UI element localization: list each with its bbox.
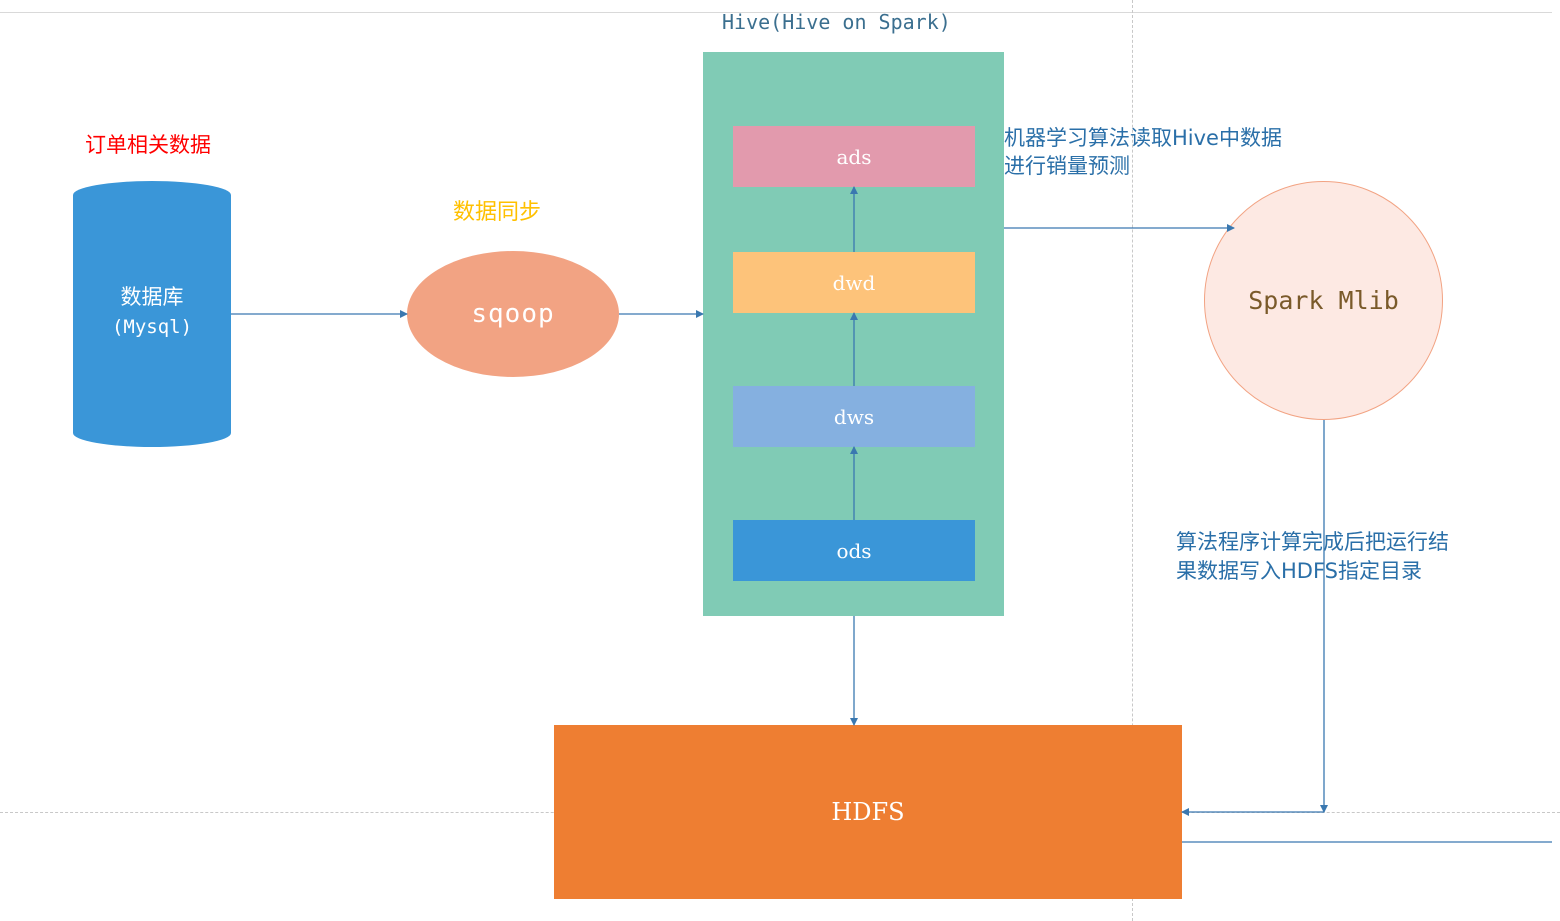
layer-dws: dws — [733, 386, 975, 447]
layer-dwd-label: dwd — [832, 270, 876, 295]
ml-note-line1: 机器学习算法读取Hive中数据 — [1004, 126, 1282, 150]
layer-dws-label: dws — [833, 404, 875, 429]
database-label: 数据库 (Mysql) — [73, 282, 231, 342]
sync-label: 数据同步 — [453, 200, 542, 225]
database-label-line2: (Mysql) — [111, 316, 193, 338]
database-label-line1: 数据库 — [120, 285, 184, 309]
database-cylinder-top — [73, 181, 231, 209]
guide-line-top — [0, 12, 1552, 13]
hdfs-label: HDFS — [831, 798, 905, 826]
ml-note: 机器学习算法读取Hive中数据 进行销量预测 — [1004, 124, 1282, 180]
layer-ods: ods — [733, 520, 975, 581]
spark-mlib-label: Spark Mlib — [1248, 286, 1399, 315]
guide-line-vertical — [1132, 0, 1133, 921]
result-note-line1: 算法程序计算完成后把运行结 — [1176, 530, 1449, 554]
ml-note-line2: 进行销量预测 — [1004, 154, 1130, 178]
result-note: 算法程序计算完成后把运行结 果数据写入HDFS指定目录 — [1176, 528, 1449, 586]
result-note-line2: 果数据写入HDFS指定目录 — [1176, 559, 1423, 583]
hdfs-node: HDFS — [554, 725, 1182, 899]
hive-title: Hive(Hive on Spark) — [722, 10, 951, 34]
order-data-label: 订单相关数据 — [85, 133, 211, 157]
layer-ods-label: ods — [836, 538, 872, 563]
layer-ads: ads — [733, 126, 975, 187]
layer-dwd: dwd — [733, 252, 975, 313]
spark-mlib-node: Spark Mlib — [1204, 181, 1443, 420]
database-cylinder-body — [73, 195, 231, 433]
sqoop-label: sqoop — [471, 299, 555, 329]
sqoop-node: sqoop — [407, 251, 619, 377]
layer-ads-label: ads — [836, 144, 872, 169]
